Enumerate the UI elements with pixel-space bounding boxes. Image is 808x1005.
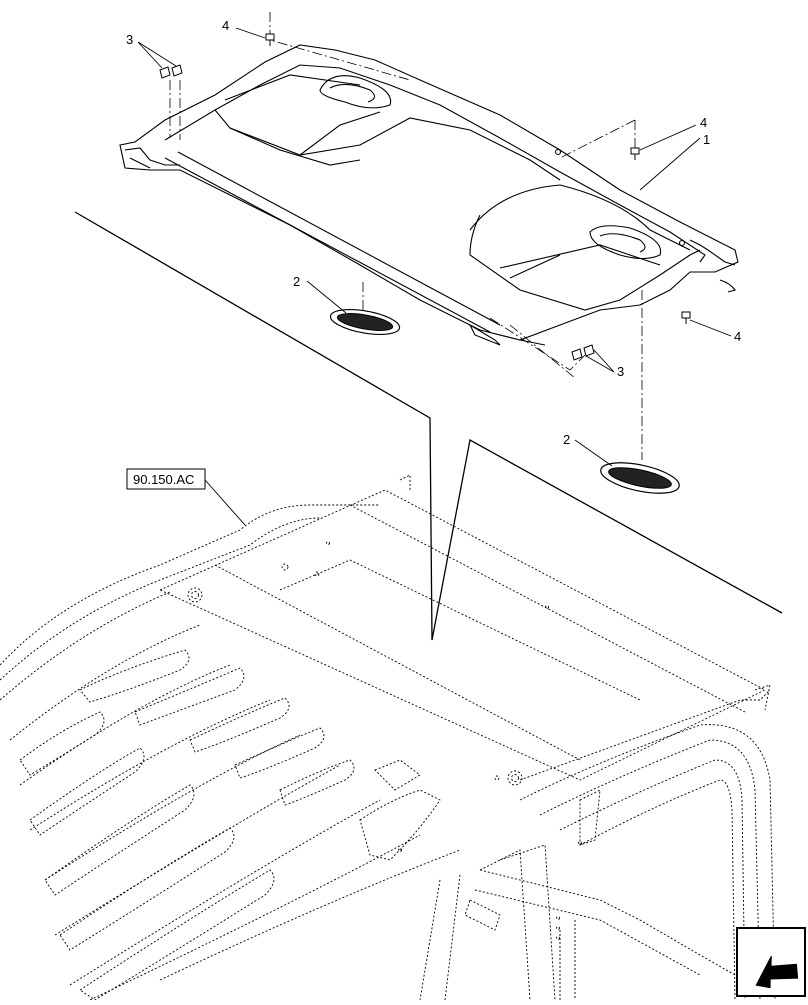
callout-2-lower: 2 (563, 432, 570, 447)
alignment-lines (169, 12, 643, 460)
headliner-panel (119, 44, 739, 346)
reference-box[interactable]: 90.150.AC (126, 468, 206, 490)
fastener-4-top (265, 33, 275, 46)
view-projection-lines (74, 211, 783, 641)
clip-3-bottom-right (571, 344, 595, 361)
callout-1: 1 (703, 132, 710, 147)
clip-3-top-left (159, 64, 183, 79)
reference-box-label: 90.150.AC (133, 472, 194, 487)
callout-4-right: 4 (700, 115, 707, 130)
speaker-grille-lower (600, 462, 680, 494)
speaker-grille-upper (329, 308, 401, 336)
leader-lines (137, 27, 732, 467)
callout-3-top-left: 3 (126, 32, 133, 47)
cab-roof-frame (0, 474, 776, 1001)
callout-2-upper: 2 (293, 274, 300, 289)
next-page-arrow-icon[interactable] (736, 927, 806, 1000)
fastener-4-lower (681, 311, 691, 324)
fastener-4-right (630, 147, 640, 160)
callout-4-top: 4 (222, 18, 229, 33)
callout-4-lower: 4 (734, 329, 741, 344)
callout-3-bottom-right: 3 (617, 364, 624, 379)
reference-leader-line (204, 479, 246, 526)
